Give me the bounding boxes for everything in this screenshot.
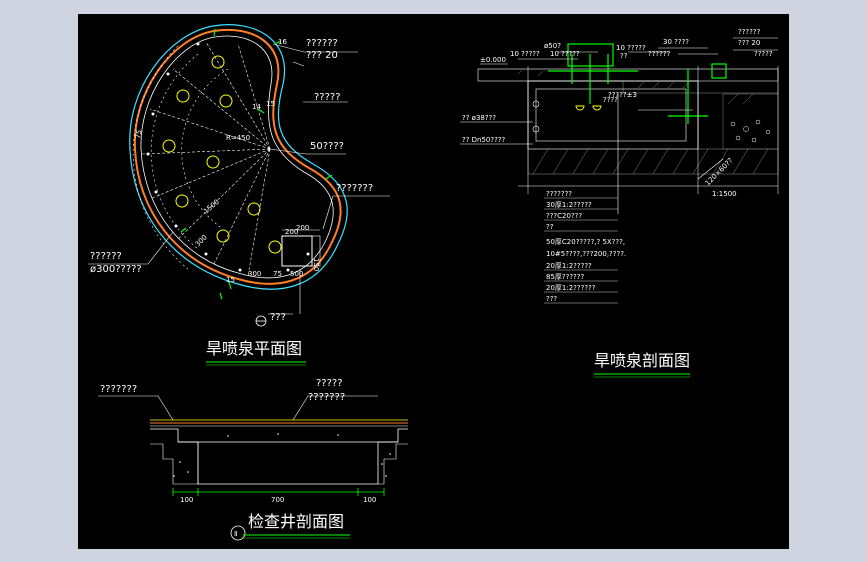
plan-label-top-right-1: ?????? bbox=[306, 38, 338, 49]
nozzle-icon bbox=[268, 240, 282, 254]
section-label-bottom-2: 1:1500 bbox=[712, 190, 737, 198]
nozzle-icon bbox=[592, 105, 602, 111]
fountain-section: ø50? 10 ????? 10 ????? ?? 30 ???? ??????… bbox=[460, 28, 779, 378]
section-label-top-3: 10 ????? bbox=[616, 44, 646, 52]
well-dim-100a: 100 bbox=[180, 496, 193, 504]
plan-label-left-1: ?????? bbox=[90, 251, 122, 262]
section-note: ??????? bbox=[546, 190, 572, 198]
plan-edge-dots bbox=[146, 42, 310, 272]
plan-dim-15b: 15 bbox=[226, 276, 235, 284]
plan-dim-1500: 1500 bbox=[202, 198, 221, 216]
section-pipes bbox=[548, 43, 727, 124]
plan-dim-16: 16 bbox=[278, 38, 287, 46]
nozzle-icon bbox=[211, 55, 225, 69]
plan-dim-75b: 75 bbox=[273, 270, 282, 278]
fountain-plan: ?????? ??? 20 ????? 50???? ??????? ?????… bbox=[88, 24, 390, 366]
section-note: 20厚1:2????? bbox=[546, 262, 592, 270]
section-notes: ??????? 30厚1:2????? ???C20??? ?? 50厚C20?… bbox=[544, 190, 626, 304]
well-label-top-left: ??????? bbox=[100, 384, 137, 395]
section-label-top-2: 10 ????? bbox=[550, 50, 580, 58]
section-label-top-8: ??? 20 bbox=[738, 39, 760, 47]
well-section-number: Ⅱ bbox=[234, 530, 237, 538]
section-label-top-9: ????? bbox=[754, 50, 773, 58]
plan-dim-15: 15 bbox=[266, 100, 275, 108]
well-profile bbox=[150, 428, 408, 485]
well-title: 检查井剖面图 bbox=[248, 512, 344, 531]
plan-dim-150: 150 bbox=[312, 258, 320, 271]
section-label-top-1: ø50? bbox=[544, 42, 561, 50]
nozzle-icon bbox=[175, 194, 189, 208]
nozzle-icon bbox=[176, 89, 190, 103]
nozzle-icon bbox=[247, 202, 261, 216]
plan-dim-200a: 200 bbox=[285, 228, 298, 236]
plan-outer-outline bbox=[129, 24, 348, 290]
plan-label-center-right: 50???? bbox=[310, 141, 344, 152]
plan-arcs bbox=[132, 45, 229, 270]
plan-label-top-right-2: ??? 20 bbox=[306, 50, 338, 61]
nozzle-icon bbox=[216, 229, 230, 243]
plan-dim-200b: 200 bbox=[296, 224, 309, 232]
plan-label-left-2: ø300????? bbox=[90, 264, 142, 275]
nozzle-icon bbox=[575, 105, 585, 111]
section-label-top-6: ?????? bbox=[648, 50, 671, 58]
plan-inner-outline bbox=[140, 35, 334, 279]
well-label-top-right-1: ????? bbox=[316, 378, 343, 389]
section-note: 50厚C20?????,? 5X???, bbox=[546, 238, 625, 246]
section-label-top-5: 30 ???? bbox=[663, 38, 689, 46]
section-note: 20厚1:2?????? bbox=[546, 284, 596, 292]
section-note: 10#5????,???200,????. bbox=[546, 250, 626, 258]
section-note: 85厚?????? bbox=[546, 273, 584, 281]
section-number-icon bbox=[230, 525, 246, 541]
plan-dim-r450: R=450 bbox=[226, 134, 250, 142]
section-note: ???C20??? bbox=[546, 212, 582, 220]
plan-inspection-well bbox=[281, 235, 313, 267]
section-note: 30厚1:2????? bbox=[546, 201, 592, 209]
section-label-left-1: 10 ????? bbox=[510, 50, 540, 58]
drawing-canvas: ?????? ??? 20 ????? 50???? ??????? ?????… bbox=[88, 24, 779, 541]
section-elevation: ±0.000 bbox=[480, 56, 506, 64]
plan-dim-75a: 75 bbox=[134, 129, 143, 139]
section-label-pipe-1: ?? ø38??? bbox=[462, 114, 496, 122]
nozzle-icon bbox=[162, 139, 176, 153]
plan-dim-300a: 300 bbox=[194, 233, 209, 248]
plan-radial-lines bbox=[141, 41, 271, 277]
section-label-top-4: ?? bbox=[620, 52, 628, 60]
plan-dim-500: 500 bbox=[290, 270, 303, 278]
plan-dim-14: 14 bbox=[252, 103, 261, 111]
section-note: ?? bbox=[546, 223, 554, 231]
plan-nozzles bbox=[162, 55, 282, 254]
nozzle-icon bbox=[206, 155, 220, 169]
nozzle-icon bbox=[219, 94, 233, 108]
section-label-pipe-2: ?? Dn50???? bbox=[462, 136, 506, 144]
plan-label-mid-right: ????? bbox=[314, 92, 341, 103]
well-label-top-right-2: ??????? bbox=[308, 392, 345, 403]
well-section: ??????? ????? ??????? 100 700 100 Ⅱ 检查井剖… bbox=[98, 378, 408, 541]
plan-leaders bbox=[88, 43, 390, 315]
section-label-top-7: ?????? bbox=[738, 28, 761, 36]
plan-title: 旱喷泉平面图 bbox=[206, 339, 302, 358]
plan-dim-300b: 300 bbox=[248, 270, 261, 278]
section-note: ??? bbox=[546, 295, 557, 303]
section-title: 旱喷泉剖面图 bbox=[594, 351, 690, 370]
plan-label-lower-right: ??????? bbox=[336, 183, 373, 194]
well-dim-100b: 100 bbox=[363, 496, 376, 504]
plan-green-ticks bbox=[180, 28, 333, 300]
well-dim-700: 700 bbox=[271, 496, 284, 504]
section-label-bottom-1: 120×60?? bbox=[704, 156, 735, 187]
cad-drawing-sheet: ?????? ??? 20 ????? 50???? ??????? ?????… bbox=[78, 14, 789, 549]
section-label-mid-1: ???? bbox=[603, 96, 618, 104]
plan-orange-outline bbox=[133, 28, 342, 285]
section-label-mid-2: ?????±3 bbox=[608, 91, 637, 99]
plan-label-bottom: ??? bbox=[270, 312, 286, 323]
